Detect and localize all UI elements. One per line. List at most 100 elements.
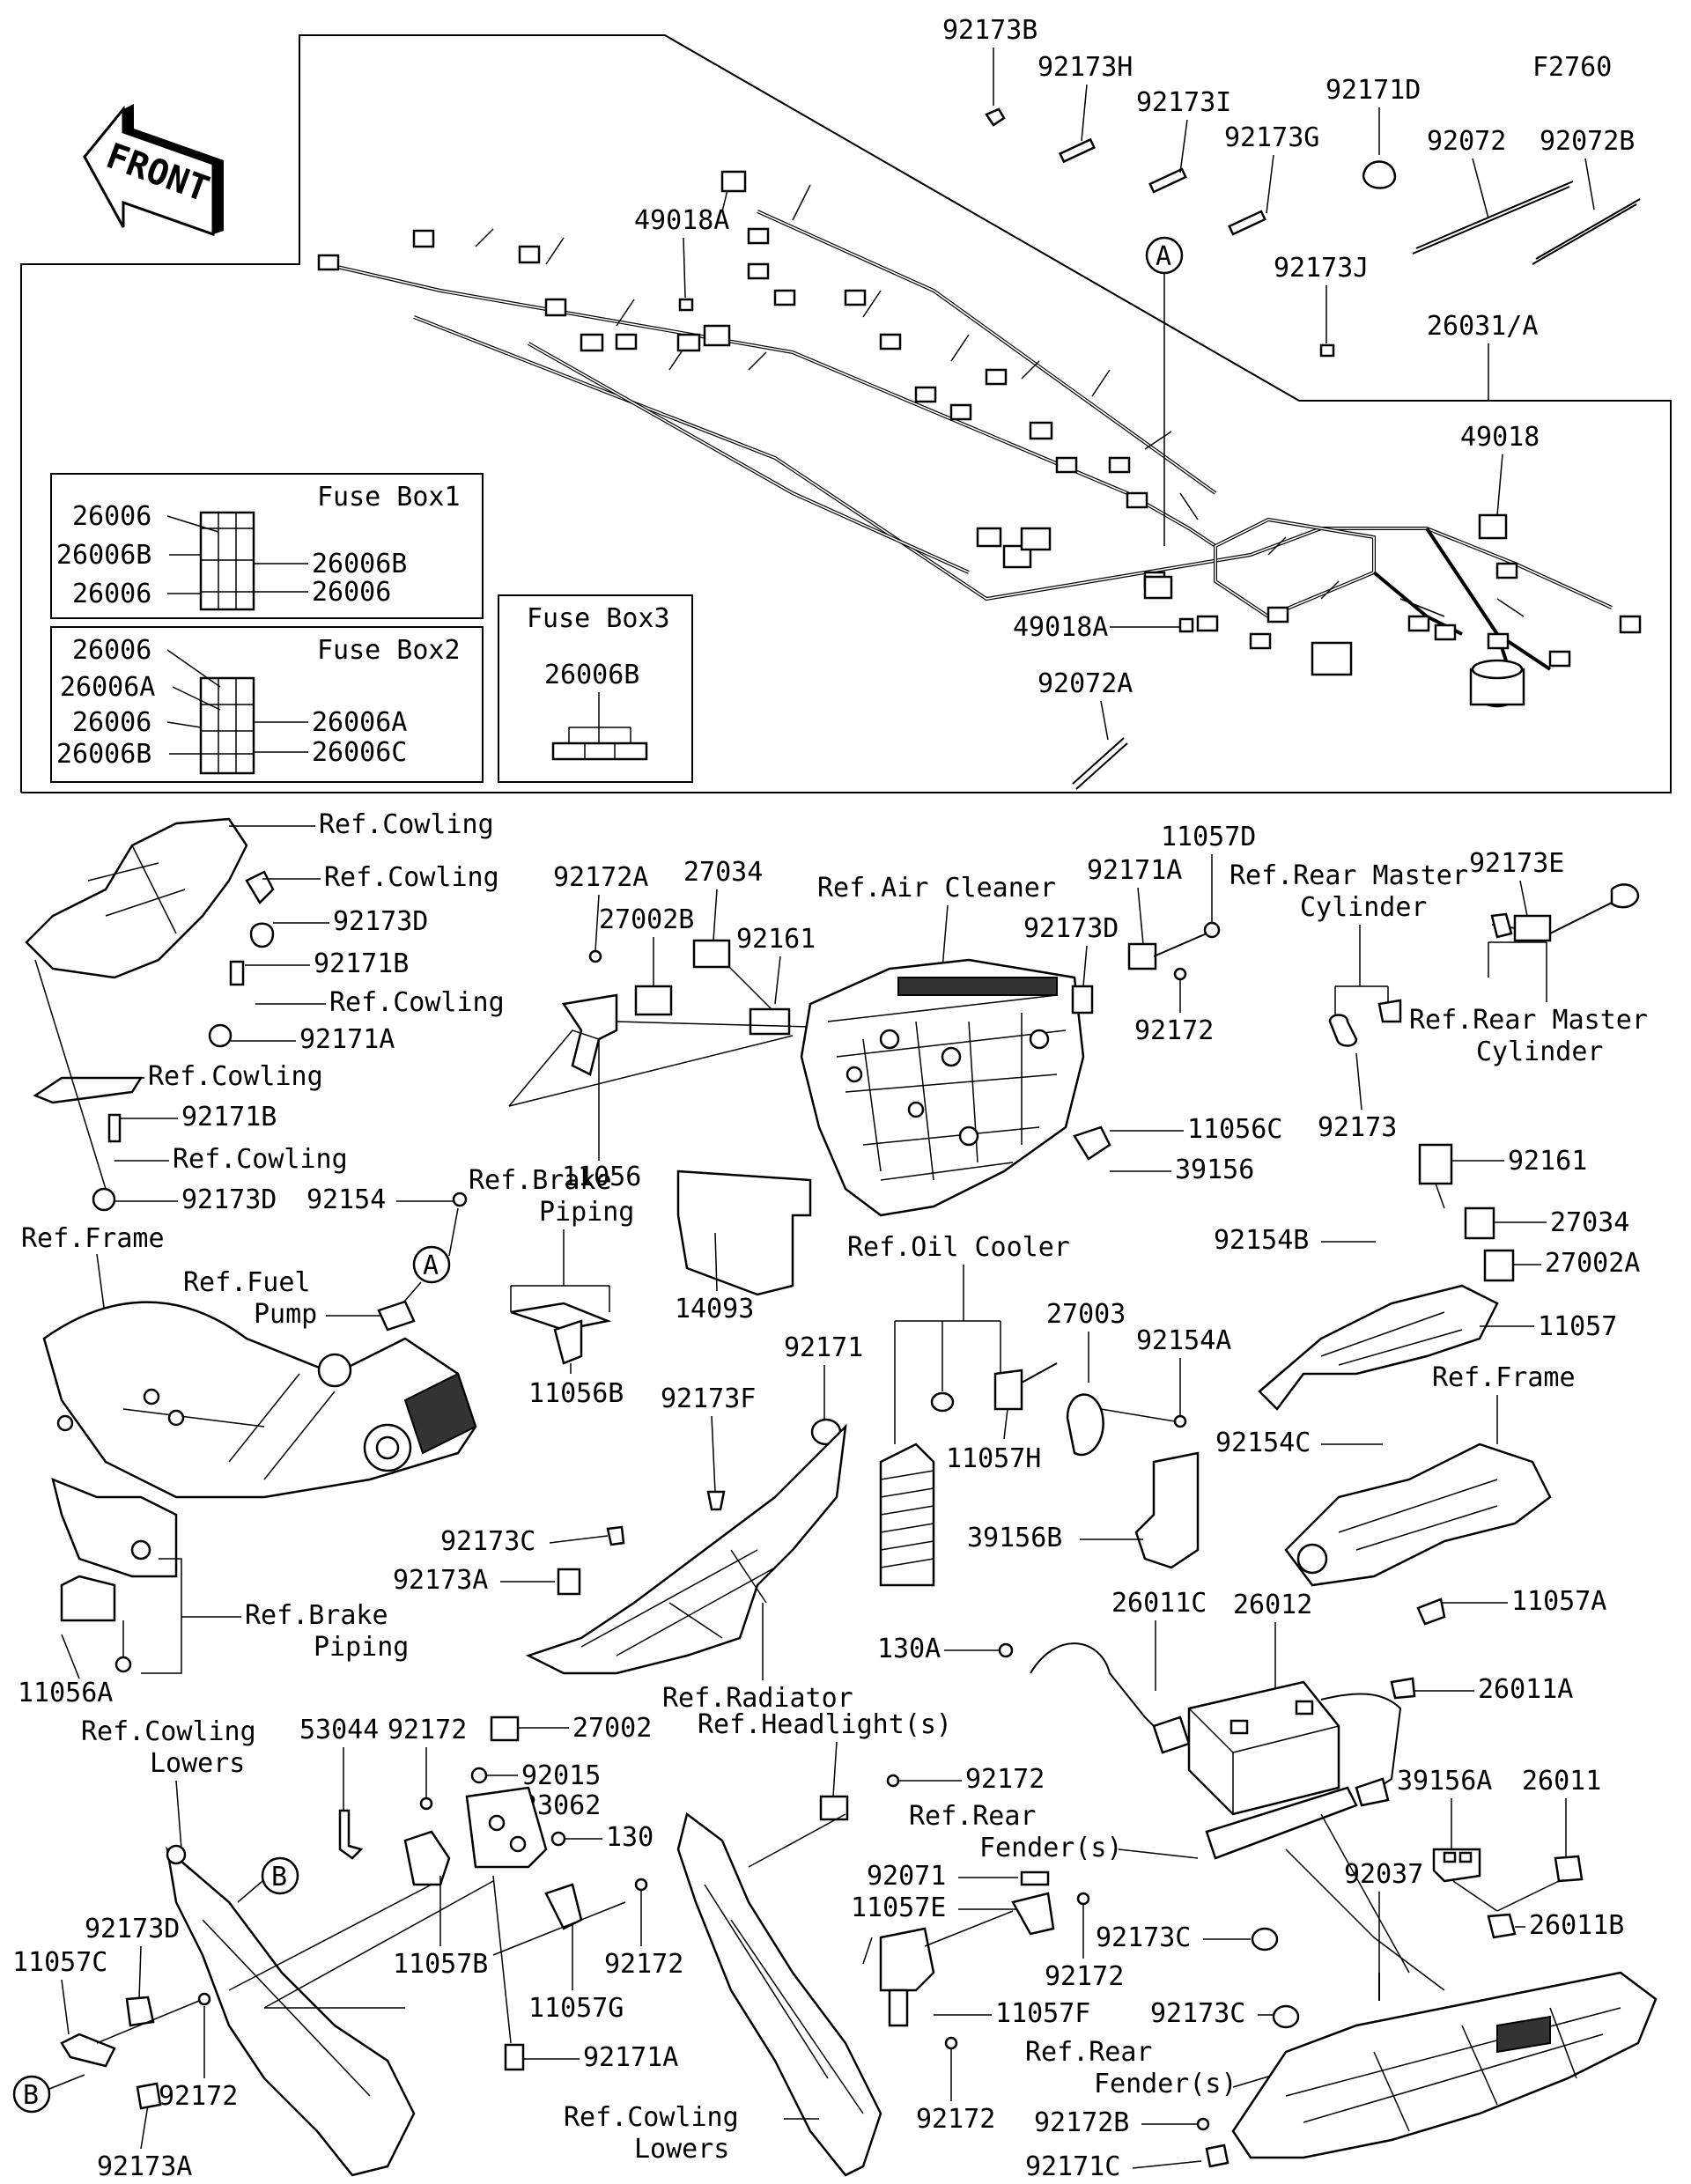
label-92173C-c: 92173C (1150, 1998, 1245, 2029)
label-92072: 92072 (1427, 126, 1506, 157)
label-27034-a: 27034 (683, 857, 763, 888)
label-92172-b: 92172 (965, 1764, 1045, 1795)
label-92173E: 92173E (1469, 848, 1564, 879)
rear-fender-area: 92173C 92173C Ref.Rear Fender(s) 92172B … (1025, 1766, 1658, 2182)
fuse-box-1-right-1: 26006 (312, 577, 391, 608)
fuse-box-2-left-0: 26006 (72, 635, 151, 666)
label-49018A-top: 49018A (634, 205, 729, 236)
fuse-box-2-right-1: 26006C (312, 737, 407, 768)
label-26011C: 26011C (1111, 1588, 1207, 1619)
label-92171A-b: 92171A (1087, 855, 1182, 886)
fuse-box-2-left-1: 26006A (60, 672, 155, 703)
fuse-box-1-right-0: 26006B (312, 549, 407, 579)
label-92172-g: 92172 (916, 2104, 995, 2135)
label-92173H: 92173H (1037, 52, 1133, 83)
rear-master-cylinder-area: Ref.Rear Master Cylinder 92173 92173E Re… (1229, 848, 1648, 1143)
label-11056B: 11056B (528, 1378, 624, 1409)
label-11057E: 11057E (851, 1893, 946, 1923)
fuse-box-1-left-0: 26006 (72, 501, 151, 532)
label-ref-brake-piping-1a: Ref.Brake (469, 1165, 612, 1196)
reference-circle-a-bottom (412, 1245, 451, 1284)
label-53044: 53044 (299, 1715, 379, 1745)
label-ref-rear-fender-1a: Ref.Rear (909, 1801, 1037, 1832)
label-11057G: 11057G (528, 1993, 624, 2024)
label-92072A: 92072A (1037, 668, 1133, 699)
circle-label-b-top: B (271, 1862, 287, 1893)
label-92171C: 92171C (1025, 2151, 1120, 2182)
top-panel-labels: 92173B 92173H 92173I 92173G 92171D 92072… (634, 15, 1635, 741)
label-ref-fuel-2: Pump (254, 1299, 317, 1330)
label-ref-rear-master-1b: Cylinder (1300, 892, 1428, 923)
label-ref-cowling-lowers-1b: Lowers (150, 1748, 245, 1779)
label-ref-brake-piping-1b: Piping (539, 1197, 634, 1228)
label-92171B-b: 92171B (181, 1102, 277, 1133)
label-92173D-a: 92173D (333, 906, 428, 937)
label-92172B: 92172B (1034, 2107, 1129, 2138)
label-92161-b: 92161 (1508, 1146, 1587, 1177)
label-92173D-b: 92173D (181, 1184, 277, 1215)
label-39156: 39156 (1175, 1155, 1254, 1185)
fuse-box-2: Fuse Box2 26006 26006A 26006 26006B 2600… (50, 626, 484, 783)
label-11057D: 11057D (1161, 822, 1256, 852)
label-ref-rear-master-2b: Cylinder (1476, 1037, 1604, 1067)
label-39156B: 39156B (967, 1523, 1062, 1553)
label-92173F: 92173F (661, 1383, 756, 1414)
fuse-box-2-right-0: 26006A (312, 707, 407, 738)
label-ref-cowling-5: Ref.Cowling (173, 1144, 348, 1175)
right-frame-area: 92161 27034 92154B 27002A 11057 Ref.Fram… (1214, 1143, 1640, 1626)
label-92173D-c: 92173D (1023, 913, 1119, 944)
label-92172-e: 92172 (159, 2081, 238, 2112)
label-26012: 26012 (1233, 1590, 1312, 1620)
label-ref-frame-1: Ref.Frame (21, 1223, 165, 1254)
cowling-bracket-assembly-left (25, 817, 275, 1212)
frame-left: Ref.Frame Ref.Fuel Pump (21, 1223, 477, 1499)
label-92173A-b: 92173A (97, 2151, 192, 2182)
label-ref-cowling-1: Ref.Cowling (319, 809, 494, 840)
brake-piping-bracket-left: Ref.Brake Piping 11056A (18, 1477, 409, 1708)
label-ref-cowling-lowers-1a: Ref.Cowling (81, 1716, 256, 1747)
oil-cooler-area: Ref.Oil Cooler 27003 11057H 92154A 39156… (847, 1232, 1231, 1587)
label-11056: 11056 (562, 1162, 641, 1192)
bottom-left-cowling-area: Ref.Cowling Lowers B 53044 92172 27002 9… (12, 1713, 683, 2182)
label-92154A: 92154A (1136, 1325, 1231, 1356)
label-92173I: 92173I (1136, 87, 1231, 118)
label-11057C: 11057C (12, 1947, 107, 1978)
label-ref-cowling-2: Ref.Cowling (324, 862, 499, 893)
label-11057H: 11057H (946, 1443, 1041, 1474)
label-26011: 26011 (1522, 1766, 1601, 1797)
fuse-box-3: Fuse Box3 26006B (498, 594, 693, 783)
label-ref-cowling-lowers-2a: Ref.Cowling (564, 2102, 739, 2133)
label-92071: 92071 (867, 1861, 946, 1892)
label-92154B: 92154B (1214, 1225, 1309, 1256)
label-ref-headlight: Ref.Headlight(s) (698, 1709, 952, 1740)
fuse-box-3-title: Fuse Box3 (527, 603, 670, 634)
label-ref-radiator: Ref.Radiator (662, 1683, 853, 1714)
label-92072B: 92072B (1540, 126, 1635, 157)
label-27034-b: 27034 (1550, 1207, 1629, 1238)
label-27002A: 27002A (1545, 1248, 1640, 1279)
label-ref-fuel-1: Ref.Fuel (183, 1267, 311, 1298)
label-92173G: 92173G (1224, 122, 1319, 153)
battery-area: 26011C 130A 26012 26011A (877, 1588, 1573, 1860)
label-ref-rear-master-2a: Ref.Rear Master (1409, 1005, 1648, 1036)
label-92172-d: 92172 (604, 1949, 683, 1980)
label-92171A-a: 92171A (299, 1024, 395, 1055)
main-wiring-harness (317, 170, 1642, 708)
fuse-box-3-label: 26006B (544, 660, 639, 690)
label-92154C: 92154C (1215, 1428, 1311, 1458)
label-92172-f: 92172 (1045, 1961, 1124, 1992)
label-11056C: 11056C (1187, 1114, 1282, 1145)
fuse-box-2-left-2: 26006 (72, 707, 151, 738)
label-92161-a: 92161 (736, 924, 816, 955)
label-11057B: 11057B (393, 1949, 488, 1980)
label-92173: 92173 (1318, 1112, 1397, 1143)
label-ref-cowling-4: Ref.Cowling (148, 1061, 323, 1092)
label-130A: 130A (877, 1634, 941, 1664)
label-27003: 27003 (1046, 1299, 1126, 1330)
fuse-box-2-title: Fuse Box2 (317, 635, 461, 666)
label-27002: 27002 (572, 1713, 652, 1744)
label-11057A: 11057A (1511, 1586, 1606, 1617)
label-ref-oil-cooler: Ref.Oil Cooler (847, 1232, 1070, 1263)
label-49018: 49018 (1460, 422, 1540, 453)
label-92171B-a: 92171B (314, 948, 409, 979)
